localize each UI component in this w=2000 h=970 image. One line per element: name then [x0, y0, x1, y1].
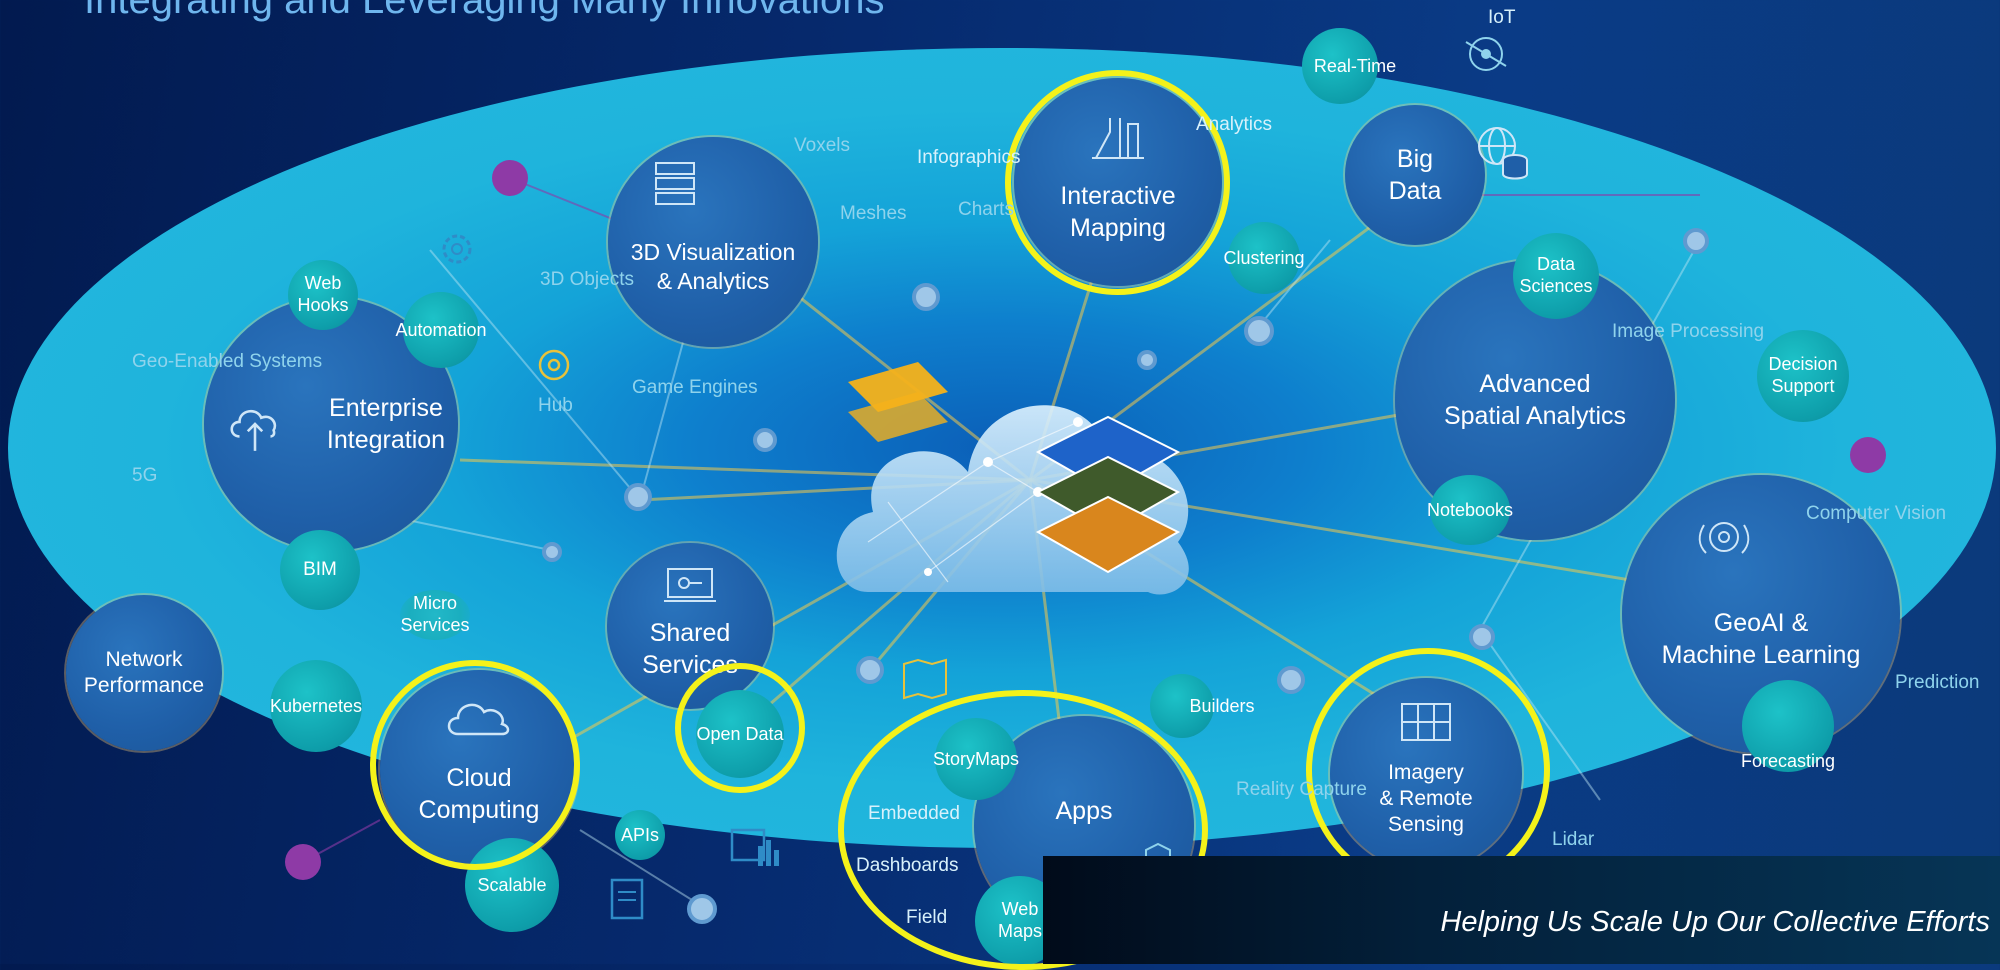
iot-label: IoT	[1488, 7, 1516, 28]
hub-icon	[538, 349, 570, 381]
connector-node	[1137, 350, 1157, 370]
page-title: Integrating and Leveraging Many Innovati…	[84, 0, 885, 22]
image-processing-label: Image Processing	[1612, 321, 1765, 342]
advanced-spatial-label: Advanced Spatial Analytics	[1443, 369, 1627, 431]
cloud-upload-icon	[230, 410, 277, 451]
connector-node	[1244, 316, 1274, 346]
automation-circle[interactable]: Automation	[395, 292, 487, 368]
infographics-label: Infographics	[917, 147, 1021, 168]
meshes-label: Meshes	[840, 203, 907, 224]
screen-key-icon	[664, 568, 716, 602]
map-book-icon	[903, 658, 947, 700]
gear-icon	[442, 234, 472, 264]
prediction-label: Prediction	[1895, 672, 1980, 693]
web-hooks-circle[interactable]: Web Hooks	[288, 260, 358, 330]
lidar-label: Lidar	[1552, 829, 1595, 850]
forecasting-circle[interactable]: Forecasting	[1741, 680, 1835, 772]
big-data-label: Big Data	[1388, 144, 1442, 206]
cloud-graphic	[836, 362, 1189, 595]
visualization-circle[interactable]: 3D Visualization & Analytics	[608, 137, 818, 347]
scalable-circle[interactable]: Scalable	[465, 838, 559, 932]
voxels-label: Voxels	[794, 135, 850, 156]
satellite-icon	[1465, 37, 1507, 71]
data-sciences-circle[interactable]: Data Sciences	[1513, 233, 1599, 319]
field-label: Field	[906, 907, 948, 928]
bim-circle[interactable]: BIM	[280, 530, 360, 610]
connector-node	[542, 542, 562, 562]
enterprise-integration-label: Enterprise Integration	[326, 393, 446, 455]
analytics-label: Analytics	[1196, 114, 1273, 135]
network-performance-circle[interactable]: Network Performance	[66, 595, 222, 751]
apis-circle[interactable]: APIs	[615, 810, 665, 860]
connector-node	[1683, 228, 1709, 254]
kubernetes-circle[interactable]: Kubernetes	[270, 660, 362, 752]
hub-label: Hub	[538, 395, 573, 416]
embedded-label: Embedded	[868, 803, 960, 824]
builders-circle[interactable]: Builders	[1150, 674, 1255, 738]
connector-node	[753, 428, 777, 452]
dashboards-label: Dashboards	[856, 855, 959, 876]
decision-support-circle[interactable]: Decision Support	[1757, 330, 1849, 422]
network-performance-label: Network Performance	[83, 647, 205, 697]
chart-icon	[730, 828, 779, 866]
five-g-label: 5G	[132, 465, 158, 486]
connector-node	[856, 656, 884, 684]
clustering-circle[interactable]: Clustering	[1223, 222, 1305, 294]
micro-services-circle[interactable]: Micro Services	[400, 590, 470, 640]
tagline: Helping Us Scale Up Our Collective Effor…	[1440, 906, 1990, 938]
highlight-ring-interactive-mapping	[1005, 70, 1230, 295]
document-icon	[610, 878, 644, 920]
notebooks-circle[interactable]: Notebooks	[1427, 475, 1513, 545]
geo-enabled-label: Geo-Enabled Systems	[132, 351, 323, 372]
visualization-label: 3D Visualization & Analytics	[630, 239, 796, 294]
connector-node	[624, 483, 652, 511]
computer-vision-label: Computer Vision	[1806, 503, 1947, 524]
connector-node	[1469, 624, 1495, 650]
server-icon	[655, 162, 695, 205]
purple-dot	[285, 844, 321, 880]
charts-label: Charts	[958, 199, 1014, 220]
real-time-circle[interactable]: Real-Time	[1302, 28, 1396, 104]
brain-chip-icon	[1698, 522, 1750, 554]
globe-database-icon	[1478, 127, 1528, 180]
highlight-ring-cloud-computing	[370, 660, 580, 870]
objects-label: 3D Objects	[540, 269, 634, 290]
tagline-bar: Helping Us Scale Up Our Collective Effor…	[1043, 856, 2000, 964]
purple-dot	[492, 160, 528, 196]
game-engines-label: Game Engines	[632, 377, 758, 398]
connector-node	[1277, 666, 1305, 694]
purple-dot	[1850, 437, 1886, 473]
geoai-label: GeoAI & Machine Learning	[1661, 608, 1861, 670]
reality-capture-label: Reality Capture	[1236, 779, 1367, 800]
connector-node	[912, 283, 940, 311]
highlight-ring-open-data	[675, 663, 805, 793]
big-data-circle[interactable]: Big Data	[1345, 105, 1485, 245]
connector-node	[687, 894, 717, 924]
